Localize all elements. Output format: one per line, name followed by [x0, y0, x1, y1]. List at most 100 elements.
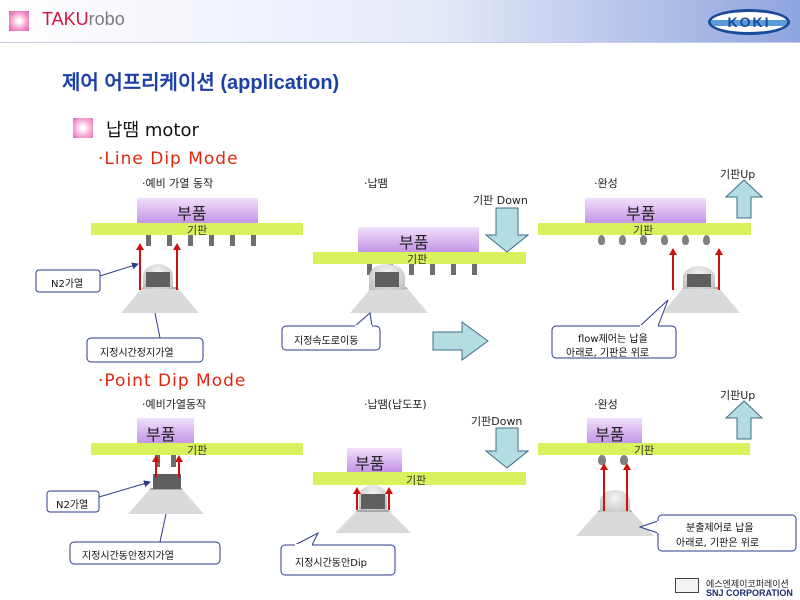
- callout-n2-point-pointer: [98, 480, 151, 498]
- solder-joint: [640, 235, 647, 245]
- line-board-down-arrow: [484, 207, 530, 253]
- solder-chip: [687, 274, 711, 287]
- callout-n2-point-text: N2가열: [56, 500, 89, 511]
- line3-board: [538, 223, 751, 235]
- brand-square-icon: [9, 11, 29, 31]
- solder-joint: [598, 455, 606, 465]
- line1-part: [137, 198, 258, 223]
- pin: [451, 264, 456, 275]
- footer-company-en: SNJ CORPORATION: [706, 588, 793, 598]
- solder-nozzle: [335, 510, 411, 533]
- pin: [409, 264, 414, 275]
- solder-chip: [375, 272, 399, 287]
- heat-arrow-head: [669, 248, 677, 255]
- line3-part: [585, 198, 706, 223]
- heat-arrow: [139, 249, 141, 290]
- point-step-solder: ·납땜(납도포): [364, 398, 427, 411]
- bullet-square-icon: [73, 118, 93, 138]
- callout-preheat-point-text: 지정시간동안정지가열: [82, 551, 174, 562]
- solder-chip: [361, 494, 385, 509]
- heat-arrow-head: [715, 248, 723, 255]
- line2-part: [358, 227, 479, 252]
- heat-arrow: [718, 254, 720, 290]
- callout-speed: [281, 325, 381, 351]
- heat-arrow-head: [136, 243, 144, 250]
- heat-arrow: [176, 249, 178, 290]
- logo-band: [711, 20, 787, 26]
- heat-arrow: [178, 461, 180, 478]
- callout-flow: [551, 325, 677, 359]
- point1-part-label: 부품: [146, 425, 176, 444]
- callout-n2-line-text: N2가열: [51, 279, 84, 290]
- solder-joint: [661, 235, 668, 245]
- point-step-complete: ·완성: [594, 398, 618, 411]
- solder-wave: [600, 490, 630, 512]
- callout-n2-line-pointer: [99, 262, 139, 277]
- pin: [251, 235, 256, 246]
- pin: [167, 235, 172, 246]
- line2-board-label: 기판: [407, 253, 428, 266]
- brand-main: TAKU: [42, 9, 89, 29]
- point2-part: [347, 448, 402, 472]
- heat-arrow: [626, 469, 628, 511]
- callout-preheat-line-text: 지정시간정지가열: [100, 348, 174, 359]
- page-title: 제어 어프리케이션 (application): [62, 72, 340, 94]
- line1-board: [91, 223, 303, 235]
- pin: [209, 235, 214, 246]
- point2-board-label: 기판: [406, 474, 427, 487]
- point1-part: [137, 418, 194, 443]
- line2-part-label: 부품: [399, 233, 429, 252]
- big-right-arrow: [432, 321, 489, 361]
- point-board-down-label: 기판Down: [471, 415, 523, 428]
- line1-board-label: 기판: [187, 224, 208, 237]
- solder-joint: [703, 235, 710, 245]
- callout-flow-text-2: 아래로, 기판은 위로: [566, 348, 650, 359]
- point3-part: [587, 418, 642, 443]
- point3-board: [538, 443, 750, 455]
- callout-flow-tail: [638, 299, 669, 327]
- line2-board: [313, 252, 526, 264]
- heat-arrow-head: [175, 455, 183, 462]
- heat-arrow: [155, 461, 157, 478]
- logo-text: KOKI: [727, 14, 771, 30]
- koki-logo: KOKI: [708, 9, 790, 35]
- point3-board-label: 기판: [634, 444, 655, 457]
- callout-speed-text: 지정속도로이동: [294, 336, 359, 347]
- point-board-down-arrow: [484, 427, 530, 469]
- point1-board-label: 기판: [187, 444, 208, 457]
- callout-n2-line: [35, 269, 101, 293]
- solder-joint: [619, 235, 626, 245]
- line-step-preheat: ·예비 가열 동작: [142, 177, 214, 190]
- callout-dip-tail: [294, 531, 320, 546]
- callout-dip: [280, 544, 396, 576]
- pin: [230, 235, 235, 246]
- heat-arrow-head: [173, 243, 181, 250]
- heat-arrow: [356, 493, 358, 510]
- pin: [367, 264, 372, 275]
- callout-jet-text-2: 아래로, 기판은 위로: [676, 538, 760, 549]
- header-bar: [0, 0, 800, 43]
- heat-arrow: [603, 469, 605, 511]
- solder-joint: [620, 455, 628, 465]
- solder-joint: [598, 235, 605, 245]
- line-board-up-label: 기판Up: [720, 168, 756, 181]
- heat-arrow-head: [353, 487, 361, 494]
- callout-preheat-line: [86, 337, 204, 363]
- line-dip-mode-title: ·Line Dip Mode: [98, 149, 239, 169]
- callout-preheat-line-pointer: [154, 312, 161, 339]
- heat-arrow-head: [600, 463, 608, 470]
- callout-n2-point: [46, 490, 100, 513]
- callout-flow-text-1: flow제어는 납을: [578, 334, 648, 345]
- pin: [472, 264, 477, 275]
- heat-arrow: [672, 254, 674, 290]
- line-step-complete: ·완성: [594, 177, 618, 190]
- solder-chip: [153, 474, 181, 489]
- heat-arrow: [388, 493, 390, 510]
- pin: [188, 235, 193, 246]
- callout-jet-text-1: 분출제어로 납을: [686, 523, 754, 534]
- point-board-up-arrow: [724, 400, 764, 440]
- point3-part-label: 부품: [595, 425, 625, 444]
- line-board-down-label: 기판 Down: [473, 194, 528, 207]
- point1-board: [91, 443, 303, 455]
